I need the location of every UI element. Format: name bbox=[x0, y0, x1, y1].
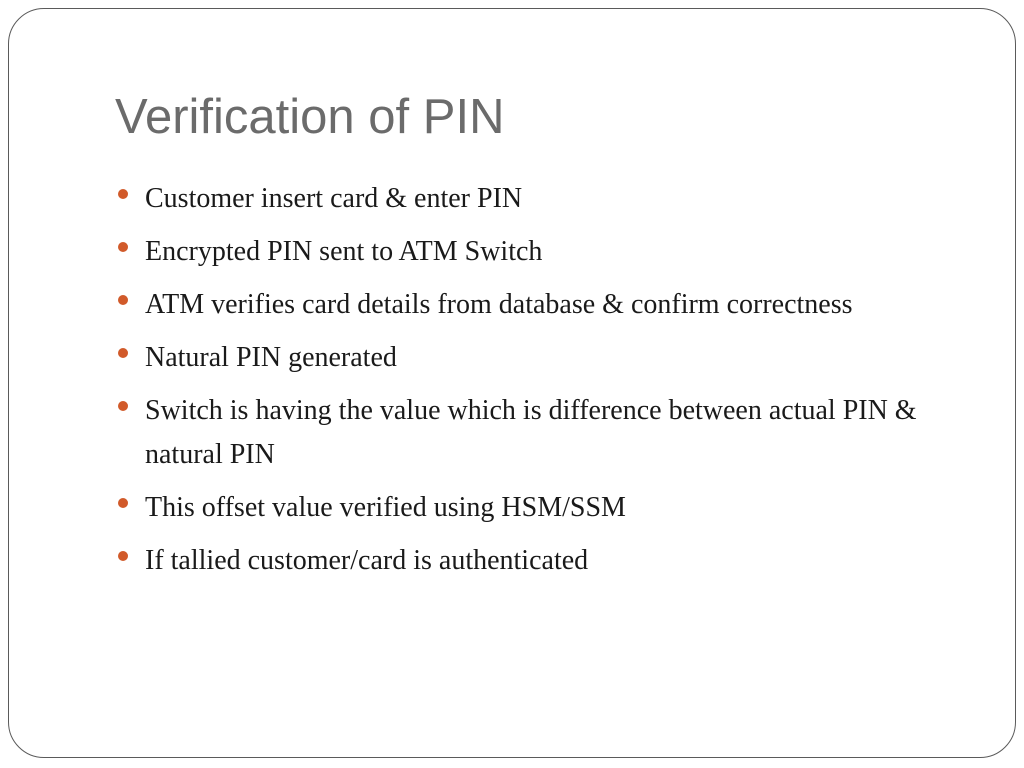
bullet-item: If tallied customer/card is authenticate… bbox=[118, 539, 975, 583]
bullet-item: Switch is having the value which is diff… bbox=[118, 389, 975, 477]
bullet-dot-icon bbox=[118, 242, 128, 252]
bullet-dot-icon bbox=[118, 189, 128, 199]
bullet-text: Encrypted PIN sent to ATM Switch bbox=[145, 236, 543, 267]
bullet-item: Customer insert card & enter PIN bbox=[118, 177, 975, 221]
bullet-dot-icon bbox=[118, 295, 128, 305]
bullet-text: Switch is having the value which is diff… bbox=[145, 395, 917, 470]
slide-title: Verification of PIN bbox=[115, 90, 505, 144]
bullet-item: This offset value verified using HSM/SSM bbox=[118, 486, 975, 530]
bullet-dot-icon bbox=[118, 401, 128, 411]
slide-frame: Verification of PIN Customer insert card… bbox=[8, 8, 1016, 758]
bullet-text: Natural PIN generated bbox=[145, 342, 397, 373]
bullet-item: ATM verifies card details from database … bbox=[118, 283, 975, 327]
bullet-list: Customer insert card & enter PIN Encrypt… bbox=[118, 177, 975, 592]
bullet-text: ATM verifies card details from database … bbox=[145, 289, 853, 320]
bullet-text: This offset value verified using HSM/SSM bbox=[145, 492, 626, 523]
bullet-text: Customer insert card & enter PIN bbox=[145, 183, 523, 214]
bullet-dot-icon bbox=[118, 348, 128, 358]
bullet-dot-icon bbox=[118, 551, 128, 561]
bullet-item: Natural PIN generated bbox=[118, 336, 975, 380]
bullet-item: Encrypted PIN sent to ATM Switch bbox=[118, 230, 975, 274]
bullet-dot-icon bbox=[118, 498, 128, 508]
bullet-text: If tallied customer/card is authenticate… bbox=[145, 545, 589, 576]
